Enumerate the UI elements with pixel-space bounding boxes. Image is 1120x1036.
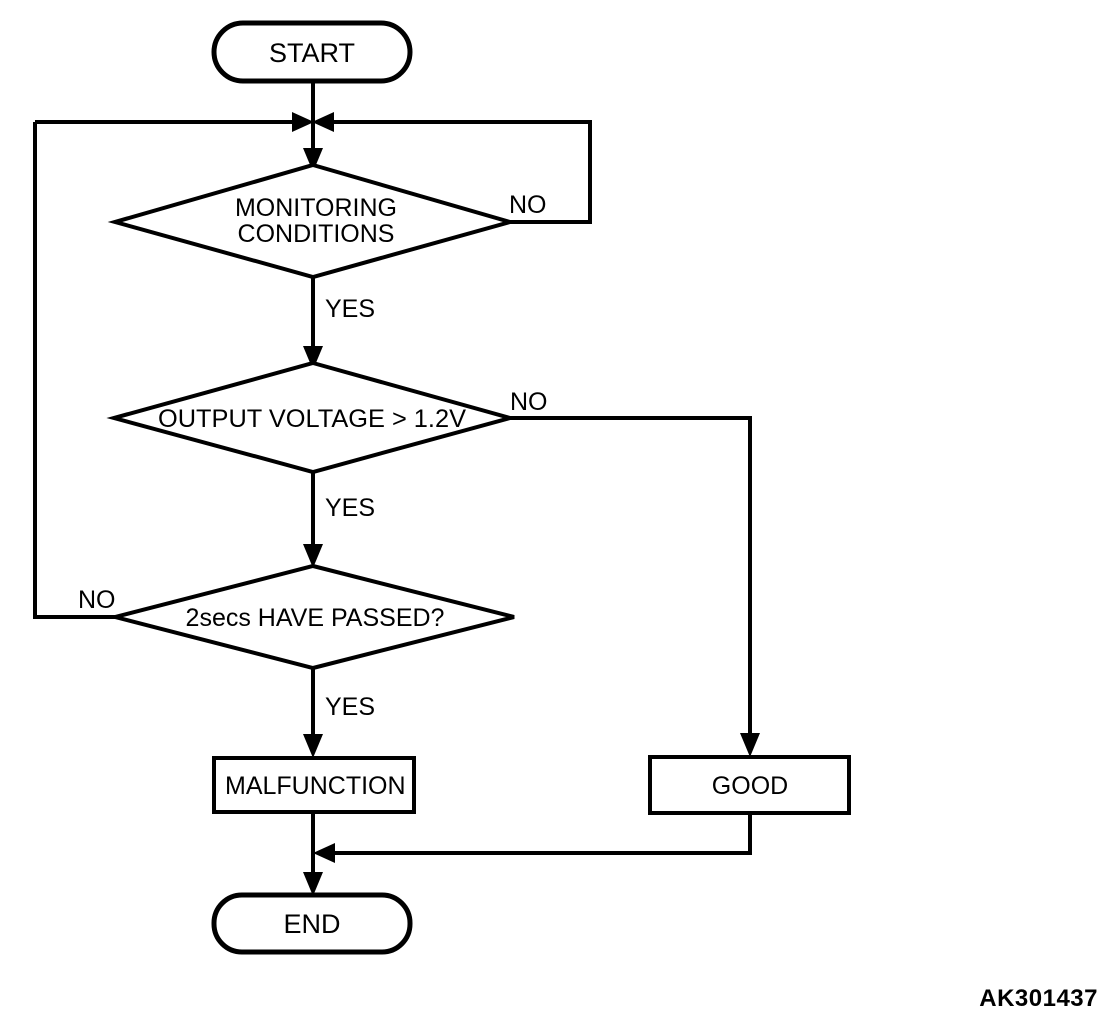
arrowhead-merge-from-good bbox=[313, 843, 335, 863]
arrowhead-into-voltage bbox=[303, 346, 323, 370]
arrowhead-junction-from-right bbox=[312, 112, 334, 132]
node-decision-voltage[interactable] bbox=[106, 360, 518, 475]
arrowhead-into-time bbox=[303, 544, 323, 568]
node-decision-voltage-label: OUTPUT VOLTAGE > 1.2V bbox=[158, 405, 466, 433]
node-decision-time[interactable] bbox=[114, 563, 515, 671]
arrowhead-into-malfunction bbox=[303, 734, 323, 758]
node-decision-monitoring[interactable] bbox=[107, 162, 518, 280]
arrowhead-into-good bbox=[740, 733, 760, 757]
branch-label-voltage-yes: YES bbox=[325, 494, 375, 522]
node-end-label: END bbox=[283, 909, 340, 939]
branch-label-time-no: NO bbox=[78, 586, 116, 614]
arrowhead-junction-from-left bbox=[292, 112, 314, 132]
figure-code-label: AK301437 bbox=[979, 985, 1098, 1012]
node-process-malfunction-label: MALFUNCTION bbox=[225, 772, 406, 800]
node-process-malfunction[interactable] bbox=[212, 756, 416, 814]
branch-label-voltage-no: NO bbox=[510, 388, 548, 416]
branch-label-monitoring-yes: YES bbox=[325, 295, 375, 323]
node-decision-monitoring-label-line1: MONITORING bbox=[235, 194, 397, 222]
branch-label-time-yes: YES bbox=[325, 693, 375, 721]
branch-label-monitoring-no: NO bbox=[509, 191, 547, 219]
node-process-good-label: GOOD bbox=[712, 772, 788, 800]
node-decision-time-label: 2secs HAVE PASSED? bbox=[186, 604, 445, 632]
arrowhead-into-monitoring bbox=[303, 148, 323, 172]
node-decision-monitoring-label-line2: CONDITIONS bbox=[238, 220, 395, 248]
node-start[interactable] bbox=[211, 20, 413, 84]
node-process-good[interactable] bbox=[648, 755, 851, 815]
arrowhead-into-end bbox=[303, 872, 323, 896]
node-start-label: START bbox=[269, 38, 355, 68]
node-end[interactable] bbox=[211, 892, 413, 955]
